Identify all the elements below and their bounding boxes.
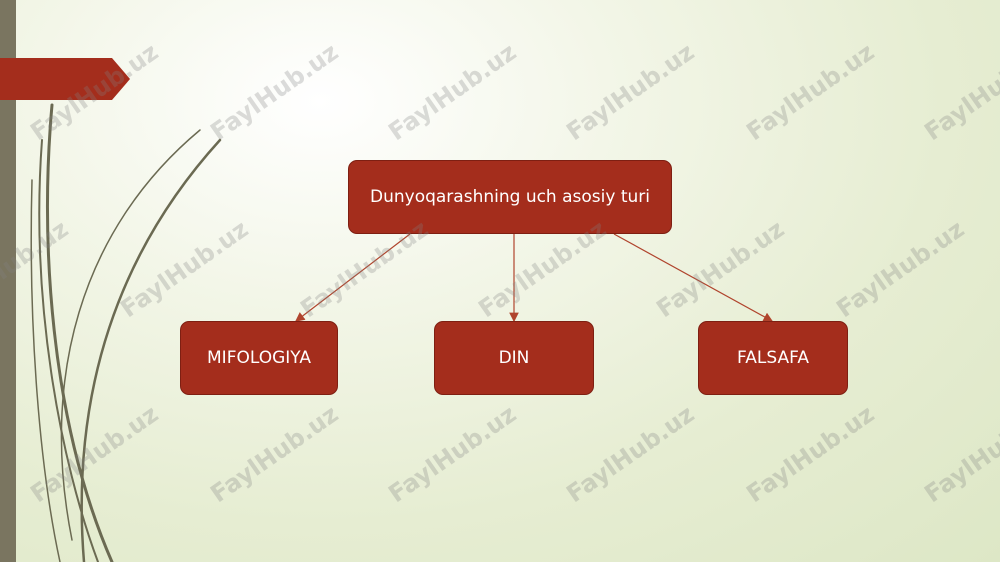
child-node-din: DIN (434, 321, 594, 395)
child-node-label: FALSAFA (737, 348, 809, 368)
root-node-label: Dunyoqarashning uch asosiy turi (370, 187, 650, 207)
connector-root-to-mifologiya (295, 233, 411, 322)
title-accent-tab (0, 58, 130, 100)
child-node-mifologiya: MIFOLOGIYA (180, 321, 338, 395)
child-node-label: DIN (498, 348, 530, 368)
root-node: Dunyoqarashning uch asosiy turi (348, 160, 672, 234)
connector-root-to-falsafa (613, 233, 774, 322)
child-node-falsafa: FALSAFA (698, 321, 848, 395)
child-node-label: MIFOLOGIYA (207, 348, 311, 368)
left-decorative-bar (0, 0, 16, 562)
